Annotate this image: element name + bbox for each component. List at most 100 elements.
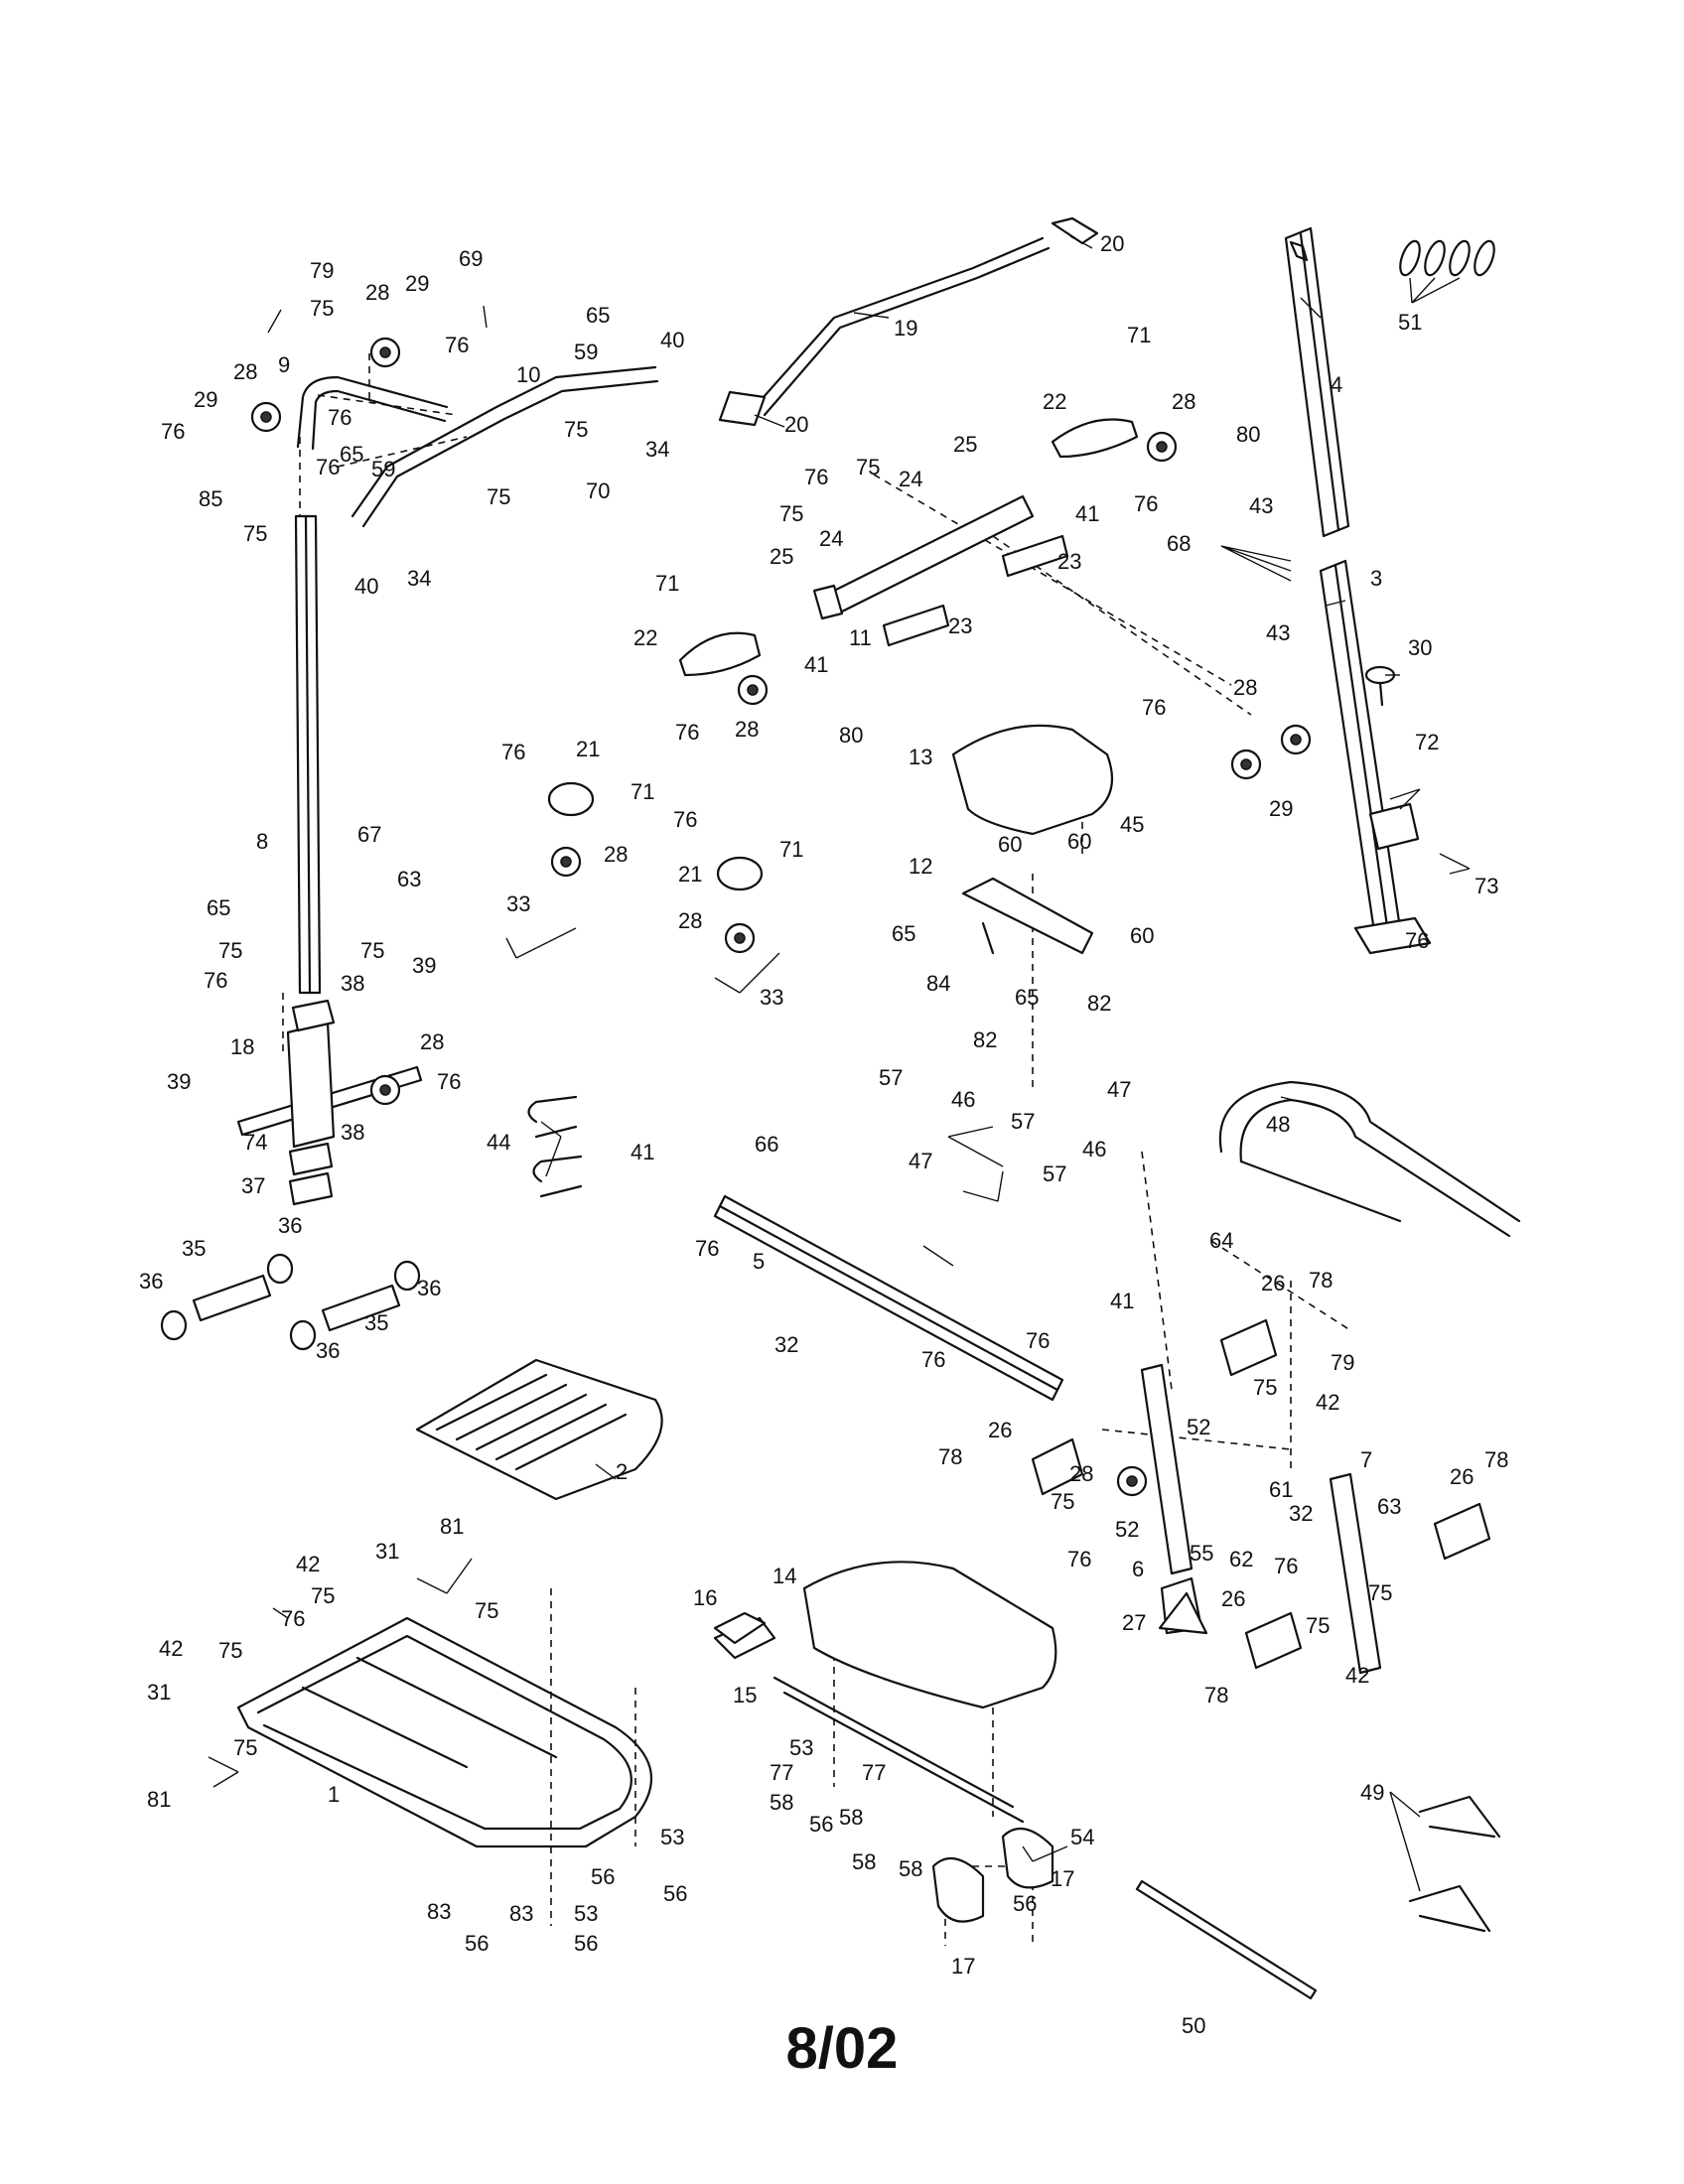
callout-80: 80 [839, 723, 863, 748]
callout-43: 43 [1266, 620, 1290, 645]
callout-41: 41 [804, 652, 828, 677]
callout-42: 42 [1345, 1663, 1369, 1688]
part-49-handles [1408, 1795, 1501, 1933]
callout-76: 76 [1274, 1554, 1298, 1578]
callout-75: 75 [856, 455, 880, 479]
part-1-base-frame [236, 1616, 653, 1848]
callout-29: 29 [405, 271, 429, 296]
callout-24: 24 [899, 467, 922, 491]
callout-20: 20 [1100, 231, 1124, 256]
callout-57: 57 [1043, 1161, 1066, 1186]
callout-76: 76 [437, 1069, 461, 1094]
callout-12: 12 [909, 854, 932, 879]
callout-41: 41 [1075, 501, 1099, 526]
callout-44: 44 [487, 1130, 510, 1155]
callout-labels: 79 75 28 29 69 65 40 59 76 10 28 9 29 76… [139, 231, 1508, 2038]
callout-47: 47 [909, 1149, 932, 1173]
callout-75: 75 [233, 1735, 257, 1760]
callout-73: 73 [1474, 874, 1498, 898]
callout-76: 76 [501, 740, 525, 764]
callout-67: 67 [357, 822, 381, 847]
callout-24: 24 [819, 526, 843, 551]
callout-72: 72 [1415, 730, 1439, 754]
callout-28: 28 [420, 1029, 444, 1054]
callout-29: 29 [194, 387, 217, 412]
part-5-long-rail [713, 1194, 1064, 1402]
callout-79: 79 [310, 258, 334, 283]
callout-56: 56 [465, 1931, 489, 1956]
part-2-foot-plate [415, 1358, 663, 1501]
callout-38: 38 [341, 1120, 364, 1145]
callout-35: 35 [364, 1310, 388, 1335]
callout-28: 28 [1172, 389, 1195, 414]
part-4-upper-upright [1284, 226, 1350, 538]
callout-9: 9 [278, 352, 290, 377]
callout-4: 4 [1331, 372, 1342, 397]
callout-46: 46 [1082, 1137, 1106, 1161]
callout-32: 32 [1289, 1501, 1313, 1526]
callout-22: 22 [633, 625, 657, 650]
callout-28: 28 [735, 717, 759, 742]
callout-77: 77 [862, 1760, 886, 1785]
part-13-seat-pad [951, 724, 1114, 836]
callout-56: 56 [1013, 1891, 1037, 1916]
callout-76: 76 [1134, 491, 1158, 516]
callout-76: 76 [921, 1347, 945, 1372]
callout-60: 60 [1067, 829, 1091, 854]
part-51-carabiners [1399, 239, 1495, 277]
callout-58: 58 [839, 1805, 863, 1830]
part-35-rollers-left [160, 1253, 421, 1351]
callout-1: 1 [328, 1782, 340, 1807]
callout-58: 58 [899, 1856, 922, 1881]
callout-52: 52 [1187, 1415, 1210, 1439]
callout-40: 40 [354, 574, 378, 599]
callout-61: 61 [1269, 1477, 1293, 1502]
part-23-guards [882, 534, 1069, 647]
callout-35: 35 [182, 1236, 206, 1261]
callout-42: 42 [159, 1636, 183, 1661]
part-6-leg-upright [1140, 1363, 1203, 1635]
callout-39: 39 [167, 1069, 191, 1094]
callout-71: 71 [1127, 323, 1151, 347]
callout-leader-lines [208, 235, 1471, 1892]
part-30-knob [1364, 665, 1396, 707]
callout-76: 76 [1026, 1328, 1050, 1353]
callout-51: 51 [1398, 310, 1422, 335]
callout-26: 26 [1450, 1464, 1474, 1489]
part-7-leg-upright [1329, 1472, 1382, 1675]
callout-57: 57 [879, 1065, 903, 1090]
callout-31: 31 [375, 1539, 399, 1564]
callout-28: 28 [1069, 1461, 1093, 1486]
callout-76: 76 [316, 455, 340, 479]
callout-82: 82 [973, 1027, 997, 1052]
callout-25: 25 [770, 544, 793, 569]
callout-17: 17 [1051, 1866, 1074, 1891]
callout-57: 57 [1011, 1109, 1035, 1134]
callout-36: 36 [139, 1269, 163, 1294]
callout-75: 75 [310, 296, 334, 321]
callout-65: 65 [207, 895, 230, 920]
part-17-plates [931, 1827, 1054, 1923]
callout-58: 58 [770, 1790, 793, 1815]
callout-34: 34 [645, 437, 669, 462]
callout-56: 56 [574, 1931, 598, 1956]
callout-77: 77 [770, 1760, 793, 1785]
callout-60: 60 [998, 832, 1022, 857]
callout-75: 75 [1051, 1489, 1074, 1514]
callout-42: 42 [296, 1552, 320, 1576]
part-50-belt [1135, 1879, 1318, 2000]
callout-48: 48 [1266, 1112, 1290, 1137]
callout-75: 75 [311, 1583, 335, 1608]
callout-26: 26 [1261, 1271, 1285, 1296]
callout-22: 22 [1043, 389, 1066, 414]
callout-70: 70 [586, 478, 610, 503]
callout-8: 8 [256, 829, 268, 854]
callout-56: 56 [809, 1812, 833, 1837]
callout-28: 28 [233, 359, 257, 384]
part-11-slide-bar [812, 494, 1035, 620]
callout-78: 78 [1204, 1683, 1228, 1707]
callout-20: 20 [784, 412, 808, 437]
callout-63: 63 [397, 867, 421, 891]
part-21-pulley-brackets [547, 781, 764, 891]
callout-76: 76 [328, 405, 351, 430]
